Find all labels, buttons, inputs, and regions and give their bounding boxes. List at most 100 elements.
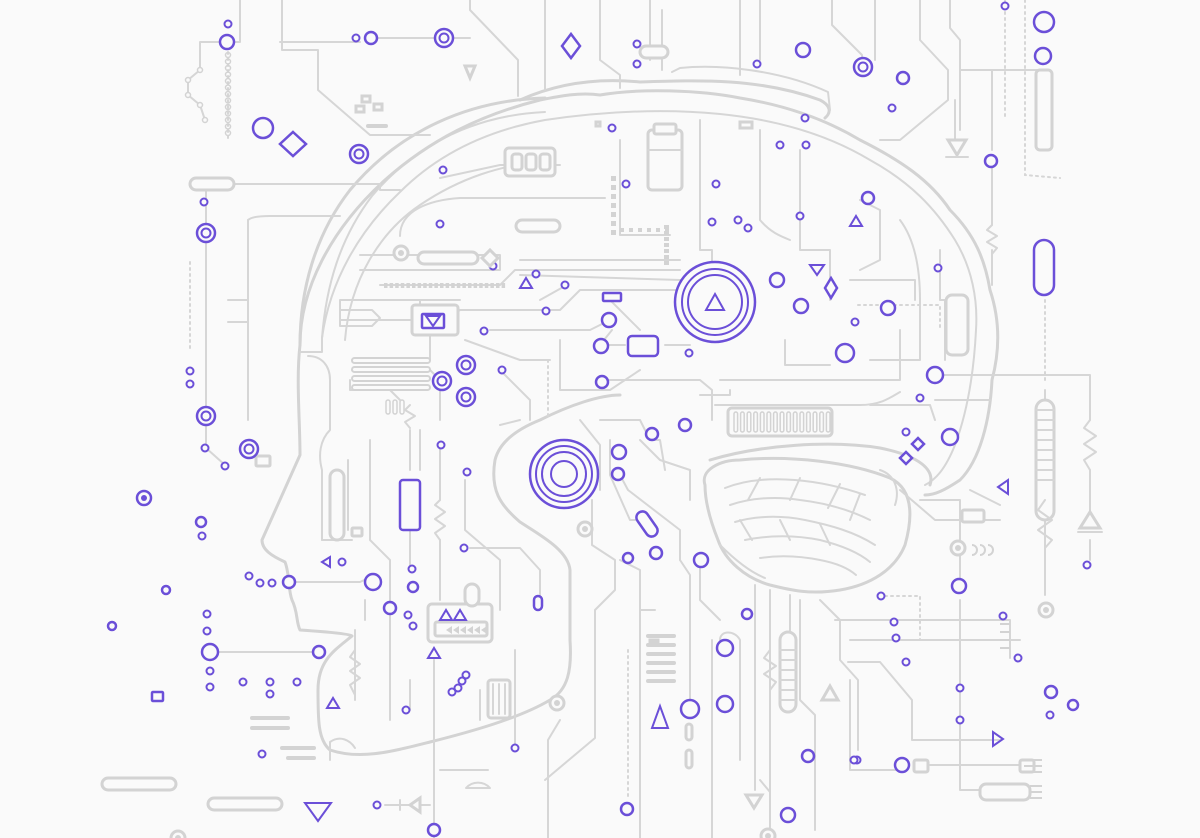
chain-joint-0 bbox=[196, 66, 204, 74]
chain-joint-2 bbox=[184, 91, 192, 99]
accent-ring-21 bbox=[610, 466, 626, 482]
chip-pad-a-5 bbox=[611, 221, 616, 226]
accent-ring-43 bbox=[194, 515, 208, 529]
triangle-marker-icon bbox=[303, 214, 1009, 823]
accent-dot-7 bbox=[607, 123, 617, 133]
accent-dot-73 bbox=[372, 800, 382, 810]
pin-6 bbox=[417, 283, 422, 288]
accent-double-ring-1 bbox=[852, 56, 874, 78]
chip-pad-a-6 bbox=[611, 230, 616, 235]
bus-line-0 bbox=[351, 357, 431, 364]
chip-cell-13 bbox=[819, 411, 825, 433]
small-chip-cell-2 bbox=[399, 399, 405, 415]
accent-dot-37 bbox=[407, 564, 417, 574]
chain-joint-3 bbox=[196, 101, 204, 109]
accent-dot-43 bbox=[255, 578, 265, 588]
chain-link-6 bbox=[224, 90, 232, 98]
cerebellum-icon bbox=[702, 456, 912, 594]
accent-dot-52 bbox=[265, 689, 275, 699]
accent-dot-49 bbox=[238, 677, 248, 687]
chip-cell-10 bbox=[799, 411, 805, 433]
pin-8 bbox=[428, 283, 433, 288]
small-arrow-3 bbox=[467, 626, 473, 634]
accent-dot-5 bbox=[752, 59, 762, 69]
bar-stack-3 bbox=[646, 661, 676, 665]
accent-double-ring-7 bbox=[455, 354, 477, 376]
accent-ring-33 bbox=[679, 698, 701, 720]
pin-9 bbox=[434, 283, 438, 288]
accent-ring-16 bbox=[983, 153, 999, 169]
accent-ring-36 bbox=[779, 806, 797, 824]
grey-ring-5 bbox=[169, 829, 187, 838]
chip-cell-0 bbox=[733, 411, 739, 433]
accent-ring-26 bbox=[281, 574, 297, 590]
bus-line-3 bbox=[351, 384, 431, 391]
accent-dot-1 bbox=[351, 33, 361, 43]
accent-ring-1 bbox=[363, 30, 379, 46]
grey-ring-core-1 bbox=[955, 545, 961, 551]
accent-dot-40 bbox=[401, 705, 411, 715]
accent-double-ring-core-3 bbox=[200, 227, 212, 239]
accent-dot-36 bbox=[459, 543, 469, 553]
accent-ring-34 bbox=[800, 748, 816, 764]
pin-4 bbox=[406, 283, 410, 288]
accent-dot-58 bbox=[257, 749, 267, 759]
chain-link-11 bbox=[224, 123, 232, 130]
chip-cell-6 bbox=[772, 411, 778, 433]
accent-dot-18 bbox=[435, 219, 445, 229]
accent-dot-68 bbox=[998, 611, 1008, 621]
large-target-node bbox=[673, 260, 757, 344]
accent-ring-39 bbox=[950, 577, 968, 595]
accent-dot-8 bbox=[775, 140, 785, 150]
bus-line-2 bbox=[351, 375, 431, 382]
chip-pad-a-3 bbox=[611, 203, 616, 208]
accent-double-ring-core-2 bbox=[353, 148, 365, 160]
chain-link-2 bbox=[224, 64, 232, 72]
chip-cell-11 bbox=[805, 411, 811, 433]
grey-ring-core-0 bbox=[398, 250, 404, 256]
resistor-icon bbox=[349, 224, 1097, 696]
pin-0 bbox=[384, 283, 388, 288]
chip-pad-a-4 bbox=[611, 212, 616, 217]
accent-dot-31 bbox=[185, 379, 195, 389]
accent-ring-19 bbox=[677, 417, 693, 433]
accent-ring-24 bbox=[621, 551, 635, 565]
grey-ring-core-6 bbox=[765, 833, 771, 838]
accent-ring-6 bbox=[251, 116, 275, 140]
accent-dot-33 bbox=[220, 461, 230, 471]
accent-dot-29 bbox=[915, 393, 925, 403]
bar-line-3 bbox=[286, 756, 316, 760]
bar-stack-5 bbox=[646, 679, 676, 683]
accent-ring-30 bbox=[311, 644, 327, 660]
signal-arc-1 bbox=[979, 544, 986, 556]
pin-1 bbox=[389, 283, 394, 288]
pin-21 bbox=[501, 283, 506, 288]
accent-ring-45 bbox=[160, 584, 172, 596]
accent-dot-46 bbox=[202, 626, 212, 636]
accent-dot-20 bbox=[531, 269, 541, 279]
accent-dot-47 bbox=[205, 666, 215, 676]
chip-pad-c-3 bbox=[647, 228, 651, 232]
chain-link-8 bbox=[224, 103, 232, 111]
accent-dot-70 bbox=[1082, 560, 1092, 570]
bar-line-0 bbox=[250, 716, 290, 720]
chip-pad-c-1 bbox=[629, 228, 633, 232]
accent-dot-30 bbox=[185, 366, 195, 376]
chip-pad-c-0 bbox=[620, 228, 624, 232]
accent-dot-0 bbox=[223, 19, 233, 29]
accent-dot-41 bbox=[337, 557, 347, 567]
pin-13 bbox=[456, 283, 461, 288]
chip-pad-a-0 bbox=[611, 176, 616, 181]
accent-double-ring-core-8 bbox=[460, 391, 472, 403]
accent-ring-38 bbox=[426, 822, 442, 838]
accent-dot-61 bbox=[876, 591, 886, 601]
chip-icon bbox=[385, 399, 983, 523]
circuit-traces bbox=[187, 0, 1091, 838]
chip-pad-b-2 bbox=[664, 237, 669, 241]
grey-ring-core-3 bbox=[554, 700, 560, 706]
accent-ring-17 bbox=[940, 427, 960, 447]
pin-10 bbox=[440, 283, 444, 288]
grey-ring-core-4 bbox=[1043, 607, 1049, 613]
